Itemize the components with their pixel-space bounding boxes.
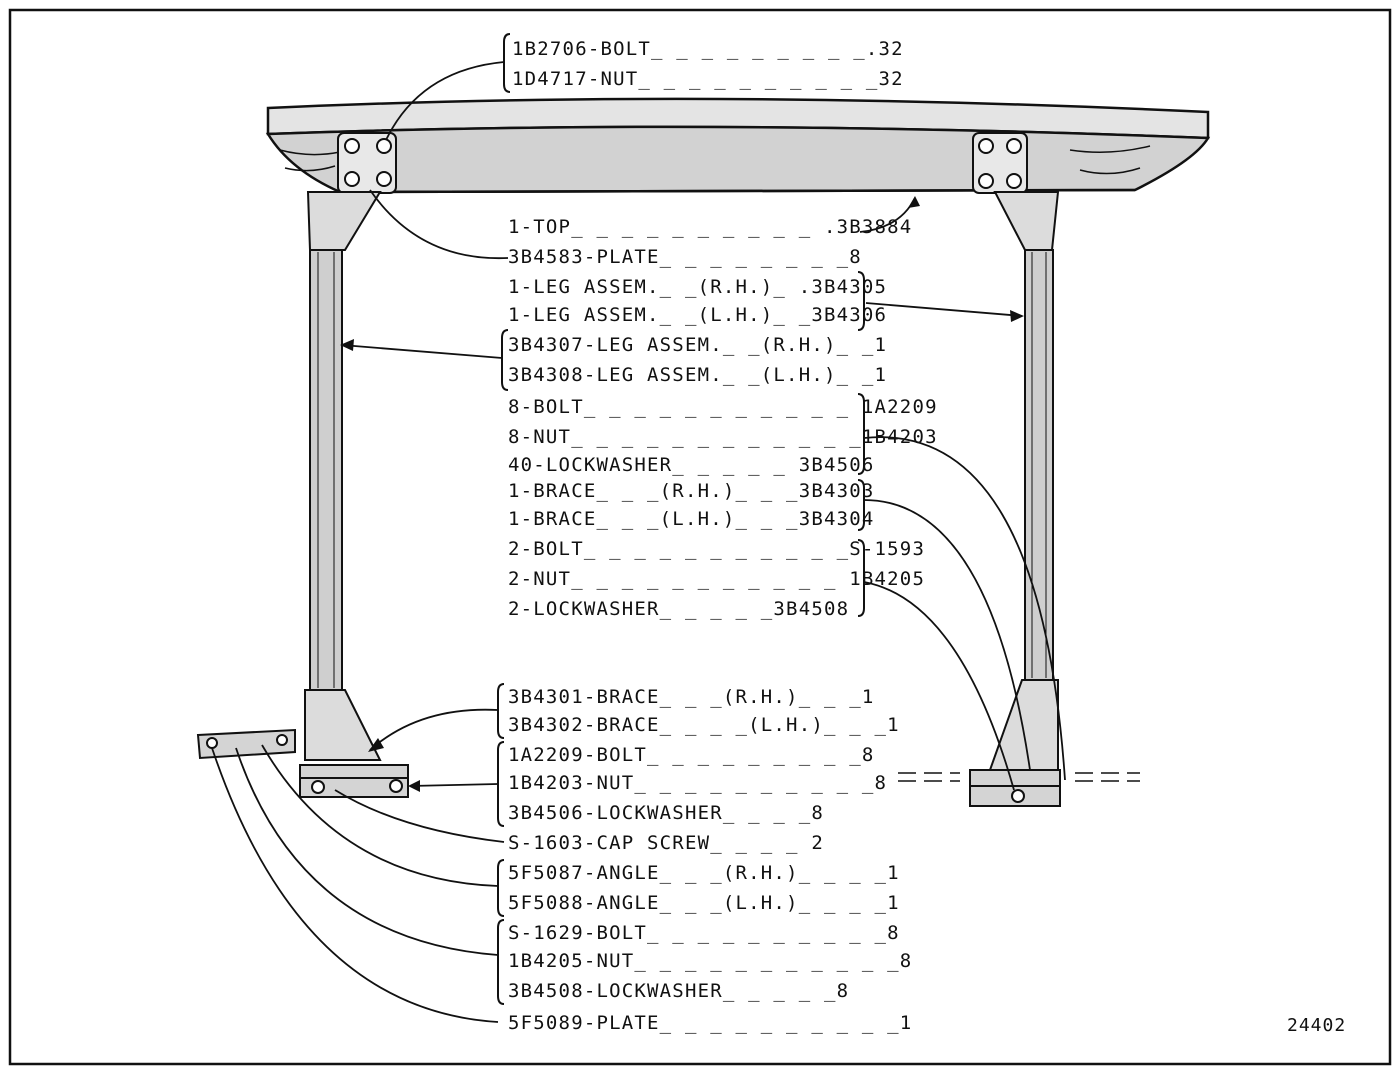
label-brace-lh: 1-BRACE_ _ _(L.H.)_ _ _3B4304 [508,508,875,530]
label-lockwasher-40: 40-LOCKWASHER_ _ _ _ _ 3B4506 [508,454,875,476]
label-brace-rh: 1-BRACE_ _ _(R.H.)_ _ _3B4303 [508,480,875,502]
label-lockwasher-3b4508: 3B4508-LOCKWASHER_ _ _ _ _8 [508,980,850,1002]
label-bolt-1b2706: 1B2706-BOLT_ _ _ _ _ _ _ _ _.32 [512,38,904,60]
label-leg-assem-lh: 1-LEG ASSEM._ _(L.H.)_ _3B4306 [508,304,888,326]
label-top: 1-TOP_ _ _ _ _ _ _ _ _ _ .3B3884 [508,216,913,238]
label-nut-1b4205: 1B4205-NUT_ _ _ _ _ _ _ _ _ _ _8 [508,950,913,972]
label-angle-lh: 5F5088-ANGLE_ _ _(L.H.)_ _ _ _1 [508,892,900,914]
label-nut-1b4203: 1B4203-NUT_ _ _ _ _ _ _ _ _ _8 [508,772,888,794]
label-angle-rh: 5F5087-ANGLE_ _ _(R.H.)_ _ _ _1 [508,862,900,884]
label-bolt-8: 8-BOLT_ _ _ _ _ _ _ _ _ _ _ 1A2209 [508,396,938,418]
label-lockwasher-2: 2-LOCKWASHER_ _ _ _ _3B4508 [508,598,850,620]
label-bolt-1a2209: 1A2209-BOLT_ _ _ _ _ _ _ _ _8 [508,744,875,766]
label-bolt-2: 2-BOLT_ _ _ _ _ _ _ _ _ _ _S-1593 [508,538,926,560]
leader-lines [211,61,1066,1023]
floor-line [898,772,1140,782]
label-nut-2: 2-NUT_ _ _ _ _ _ _ _ _ _ _ 1B4205 [508,568,926,590]
label-lockwasher-3b4506: 3B4506-LOCKWASHER_ _ _ _8 [508,802,824,824]
label-brackets [497,33,865,1005]
label-leg-assem-3b4307: 3B4307-LEG ASSEM._ _(R.H.)_ _1 [508,334,888,356]
label-leg-assem-3b4308: 3B4308-LEG ASSEM._ _(L.H.)_ _1 [508,364,888,386]
label-plate-5f5089: 5F5089-PLATE_ _ _ _ _ _ _ _ _ _1 [508,1012,913,1034]
left-leg [304,191,382,761]
diagram-border [8,8,1392,1066]
label-nut-8: 8-NUT_ _ _ _ _ _ _ _ _ _ _ _1B4203 [508,426,938,448]
table-top [265,97,1211,194]
figure-number: 24402 [1287,1015,1347,1036]
label-cap-screw: S-1603-CAP SCREW_ _ _ _ 2 [508,832,824,854]
label-nut-1d4717: 1D4717-NUT_ _ _ _ _ _ _ _ _ _32 [512,68,904,90]
right-top-plate [972,132,1028,194]
right-foot-assembly [969,769,1061,807]
label-plate-3b4583: 3B4583-PLATE_ _ _ _ _ _ _ _8 [508,246,862,268]
label-brace-3b4301: 3B4301-BRACE_ _ _(R.H.)_ _ _1 [508,686,875,708]
label-bolt-s1629: S-1629-BOLT_ _ _ _ _ _ _ _ _ _8 [508,922,900,944]
label-brace-3b4302: 3B4302-BRACE_ _ _ _(L.H.)_ _ _1 [508,714,900,736]
left-foot-assembly [196,728,409,798]
label-leg-assem-rh: 1-LEG ASSEM._ _(R.H.)_ .3B4305 [508,276,888,298]
left-top-plate [337,132,397,194]
arrow-heads [340,196,1024,792]
right-leg [988,191,1060,771]
